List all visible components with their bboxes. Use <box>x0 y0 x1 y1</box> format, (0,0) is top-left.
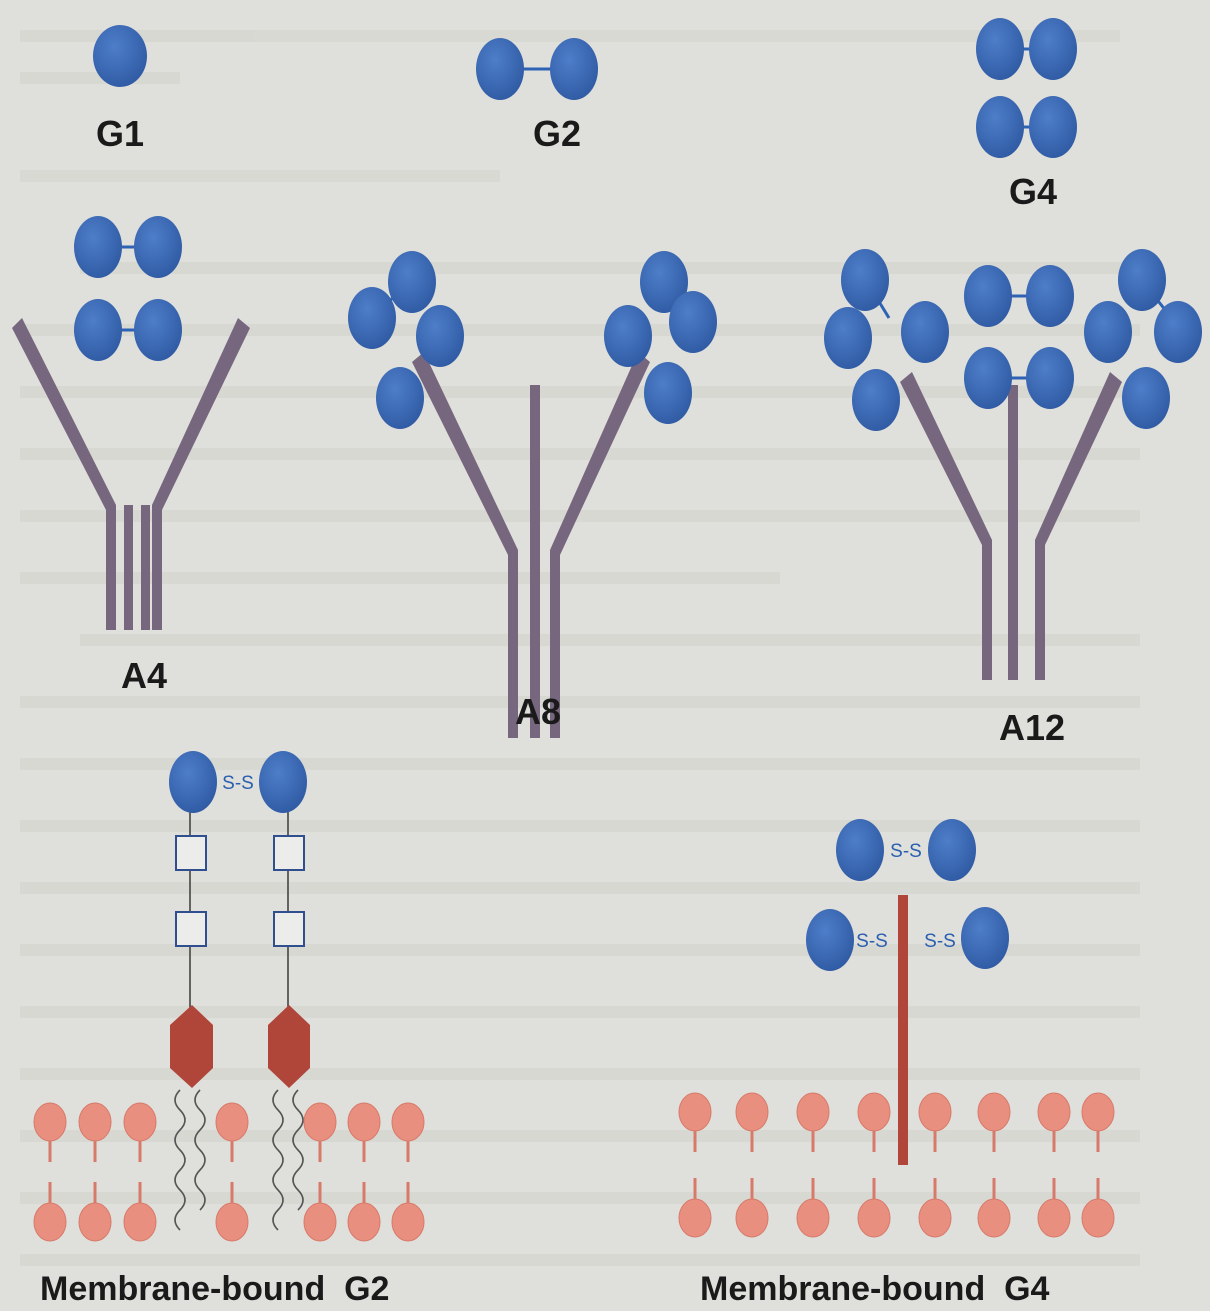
lipid-head <box>919 1199 951 1237</box>
domain-box <box>176 836 206 870</box>
lipid-head <box>216 1103 248 1141</box>
subunit <box>644 362 692 424</box>
subunit <box>93 25 147 87</box>
subunit <box>388 251 436 313</box>
lipid-head <box>736 1199 768 1237</box>
membrane-bilayer-right <box>679 1093 1114 1237</box>
lipid-head <box>858 1093 890 1131</box>
form-a12: A12 <box>824 249 1202 748</box>
disulfide-bond: S-S <box>924 931 956 952</box>
subunit <box>806 909 854 971</box>
subunit <box>836 819 884 881</box>
subunit <box>961 907 1009 969</box>
subunit <box>1122 367 1170 429</box>
lipid-head <box>679 1093 711 1131</box>
lipid-head <box>348 1203 380 1241</box>
disulfide-bond: S-S <box>856 931 888 952</box>
disulfide-bond: S-S <box>890 841 922 862</box>
form-g4: G4 <box>976 18 1077 212</box>
lipid-head <box>304 1203 336 1241</box>
lipid-head <box>1082 1093 1114 1131</box>
lipid-tail <box>175 1090 185 1230</box>
lipid-head <box>679 1199 711 1237</box>
lipid-head <box>919 1093 951 1131</box>
lipid-head <box>1038 1093 1070 1131</box>
subunit <box>169 751 217 813</box>
subunit <box>976 96 1024 158</box>
subunit <box>1118 249 1166 311</box>
label-a12: A12 <box>999 707 1065 748</box>
lipid-head <box>124 1203 156 1241</box>
domain-box <box>176 912 206 946</box>
lipid-head <box>79 1103 111 1141</box>
lipid-head <box>392 1203 424 1241</box>
membrane-bilayer-left <box>34 1103 424 1241</box>
lipid-head <box>797 1199 829 1237</box>
subunit <box>824 307 872 369</box>
subunit <box>928 819 976 881</box>
subunit <box>1084 301 1132 363</box>
subunit <box>964 265 1012 327</box>
subunit <box>74 299 122 361</box>
label-membrane-g4: Membrane-bound G4 <box>700 1270 1050 1308</box>
lipid-head <box>34 1103 66 1141</box>
domain-box <box>274 836 304 870</box>
subunit <box>74 216 122 278</box>
subunit <box>1029 96 1077 158</box>
lipid-head <box>797 1093 829 1131</box>
collagen-tail <box>900 372 992 680</box>
lipid-head <box>392 1103 424 1141</box>
lipid-head <box>34 1203 66 1241</box>
subunit <box>1029 18 1077 80</box>
subunit <box>1026 265 1074 327</box>
lipid-head <box>124 1103 156 1141</box>
lipid-head <box>1082 1199 1114 1237</box>
subunit <box>1026 347 1074 409</box>
lipid-head <box>348 1103 380 1141</box>
subunit <box>550 38 598 100</box>
subunit <box>901 301 949 363</box>
subunit <box>852 369 900 431</box>
lipid-head <box>858 1199 890 1237</box>
label-g4: G4 <box>1009 171 1057 212</box>
label-membrane-g2: Membrane-bound G2 <box>40 1270 389 1308</box>
lipid-head <box>978 1093 1010 1131</box>
form-g2: G2 <box>476 38 598 154</box>
lipid-head <box>736 1093 768 1131</box>
subunit <box>964 347 1012 409</box>
disulfide-bond: S-S <box>222 773 254 794</box>
form-g1: G1 <box>93 25 147 154</box>
lipid-head <box>216 1203 248 1241</box>
subunit <box>1154 301 1202 363</box>
lipid-head <box>304 1103 336 1141</box>
subunit <box>604 305 652 367</box>
label-a4: A4 <box>121 655 167 696</box>
collagen-tail <box>412 352 518 738</box>
domain-box <box>274 912 304 946</box>
subunit <box>841 249 889 311</box>
lipid-head <box>79 1203 111 1241</box>
lipid-head <box>1038 1199 1070 1237</box>
subunit <box>976 18 1024 80</box>
label-g1: G1 <box>96 113 144 154</box>
subunit <box>134 216 182 278</box>
subunit <box>669 291 717 353</box>
label-g2: G2 <box>533 113 581 154</box>
collagen-tail <box>550 352 650 738</box>
lipid-head <box>978 1199 1010 1237</box>
collagen-tail <box>1035 372 1122 680</box>
subunit <box>476 38 524 100</box>
label-a8: A8 <box>515 691 561 732</box>
subunit <box>259 751 307 813</box>
subunit <box>416 305 464 367</box>
anchor-stalk <box>898 895 908 1165</box>
subunit <box>134 299 182 361</box>
subunit <box>348 287 396 349</box>
subunit <box>376 367 424 429</box>
lipid-tail <box>273 1090 283 1230</box>
